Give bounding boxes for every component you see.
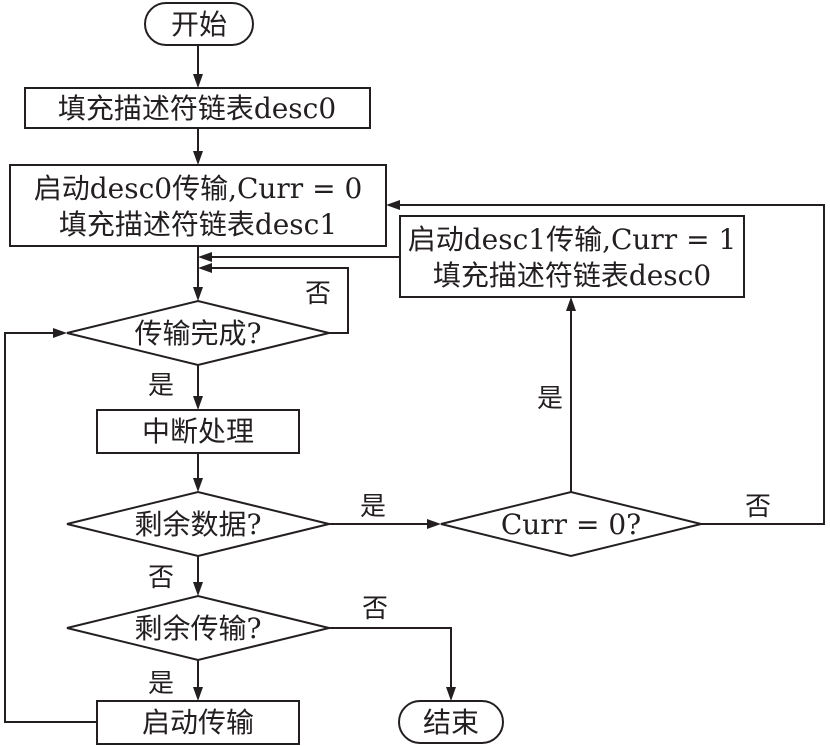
remaining-transfer-yes-label: 是 [148,669,174,699]
remaining-transfer-no-label: 否 [362,594,388,624]
arrowhead [53,328,67,338]
edge-transfer-done-no-loop [206,267,349,334]
start-desc1-label-line1: 启动desc1传输,Curr = 1 [408,223,737,256]
fill-desc0-box [24,87,371,129]
end-label: 结束 [423,706,479,739]
arrowhead [193,478,203,492]
arrowhead [193,151,203,165]
remaining-data-yes-label: 是 [360,492,386,522]
edge-start-transfer-loop [4,332,97,723]
interrupt-label: 中断处理 [142,415,254,448]
arrowhead [193,396,203,410]
remaining-data-label: 剩余数据? [134,508,261,541]
arrowhead [198,252,212,262]
start-desc0-label-line2: 填充描述符链表desc1 [59,208,337,241]
transfer-done-label: 传输完成? [134,317,261,350]
arrowhead [446,687,456,701]
remaining-transfer-label: 剩余传输? [134,612,261,645]
remaining-data-no-label: 否 [148,563,174,593]
arrowhead [427,519,441,529]
arrowhead [193,287,203,301]
start-desc1-box [399,215,745,298]
curr-zero-no-label: 否 [745,492,771,522]
arrowhead [386,200,400,210]
arrowhead [198,263,212,273]
curr-zero-yes-label: 是 [537,384,563,414]
start-desc1-label-line2: 填充描述符链表desc0 [433,259,711,292]
curr-zero-label: Curr = 0? [501,508,641,541]
fill-desc0-label: 填充描述符链表desc0 [58,92,336,125]
transfer-done-no-label: 否 [305,279,331,309]
arrowhead [193,74,203,88]
arrowhead [193,582,203,596]
edge-curr-zero-no [394,204,825,525]
arrowhead [193,687,203,701]
edge-remaining-transfer-no [329,627,452,693]
start-desc0-label-line1: 启动desc0传输,Curr = 0 [34,172,363,205]
arrowhead [566,297,576,311]
start-transfer-label: 启动传输 [142,706,254,739]
start-label: 开始 [171,8,227,41]
transfer-done-yes-label: 是 [148,371,174,401]
